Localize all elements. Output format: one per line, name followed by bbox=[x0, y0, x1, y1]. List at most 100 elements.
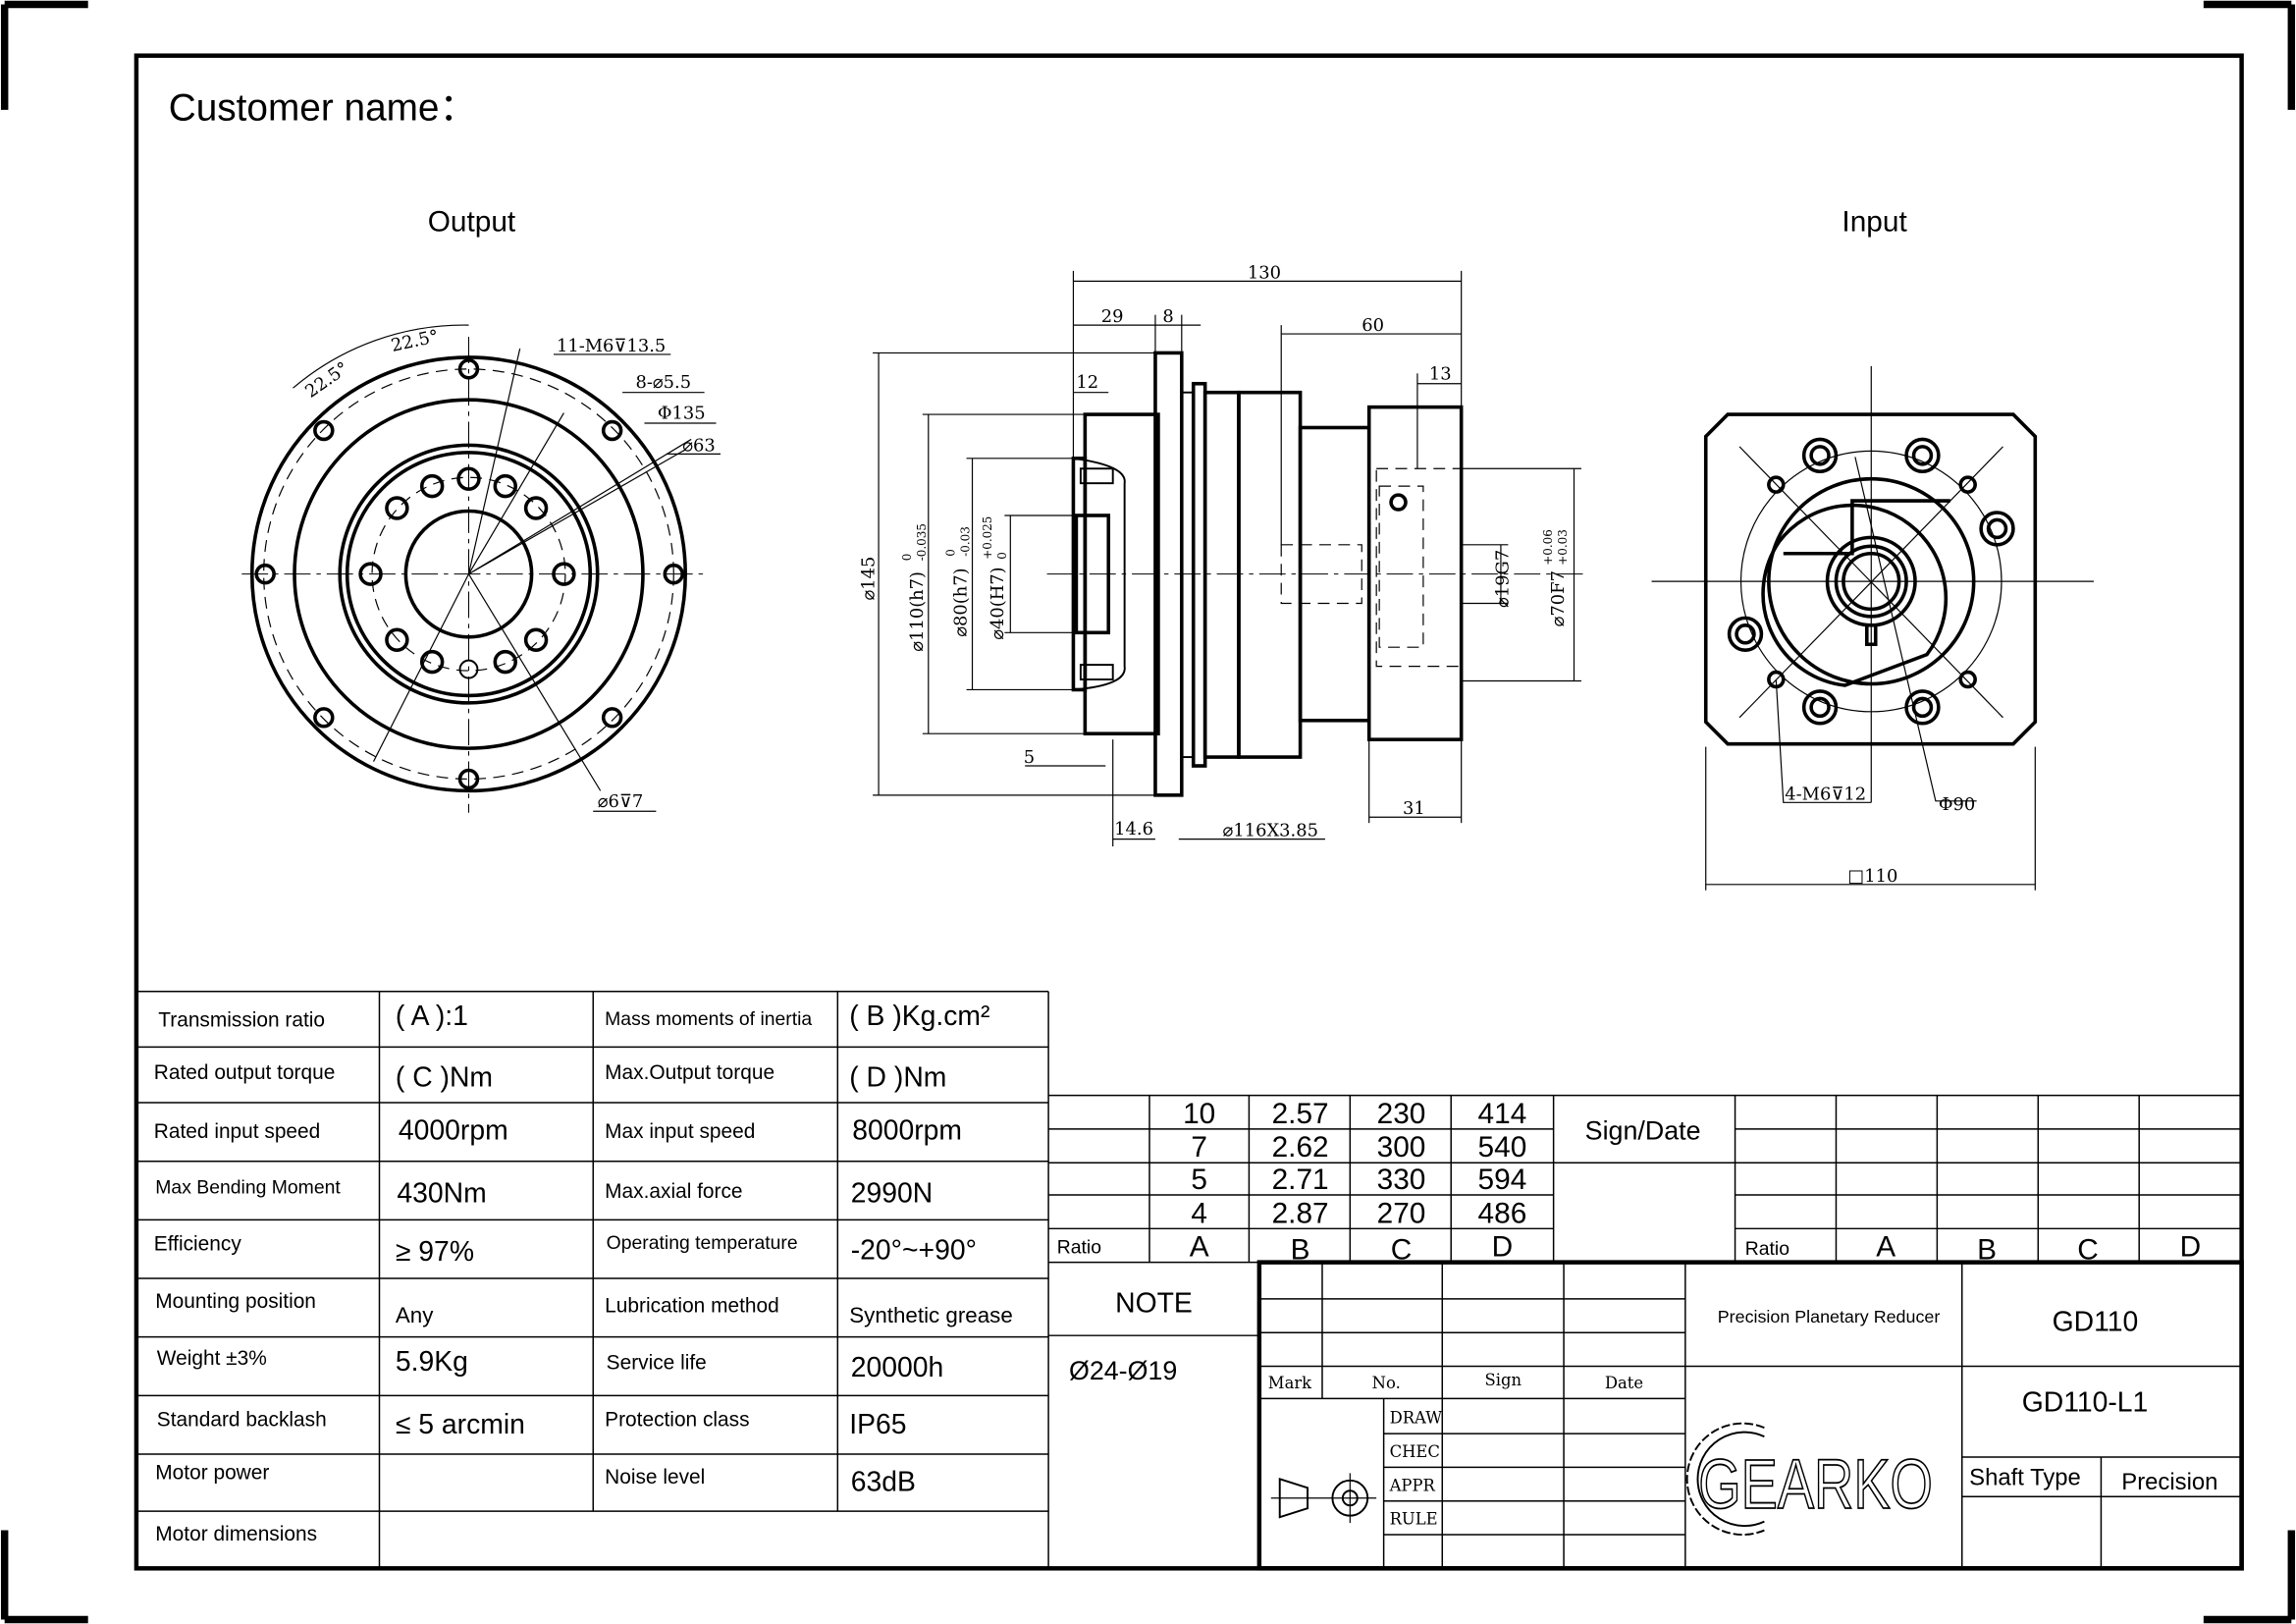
rev-header-mark: Mark bbox=[1268, 1374, 1312, 1392]
role-draw: DRAW bbox=[1390, 1409, 1443, 1428]
input-bolt-holes bbox=[1727, 437, 2015, 726]
rev-header-sign: Sign bbox=[1485, 1371, 1522, 1389]
table-cell: 10 bbox=[1183, 1098, 1215, 1130]
dim-length-8: 8 bbox=[1162, 306, 1173, 327]
dim-input-threaded-holes: 4-M6⊽12 bbox=[1785, 784, 1866, 804]
drawing-number: GD110-L1 bbox=[2022, 1387, 2149, 1419]
spec-value: 20000h bbox=[851, 1352, 944, 1383]
spec-value: -20°~+90° bbox=[851, 1235, 977, 1267]
column-header: C bbox=[1391, 1234, 1413, 1267]
note-text: Ø24-Ø19 bbox=[1069, 1356, 1177, 1385]
table-header-row: Ratio A B C D bbox=[1057, 1231, 1513, 1267]
dim-dia-70-tol-lo: +0.03 bbox=[1556, 529, 1570, 566]
table-cell: 486 bbox=[1478, 1197, 1527, 1229]
spec-row: Transmission ratio ( A ):1 Mass moments … bbox=[158, 1001, 989, 1032]
spec-row: Weight ±3% 5.9Kg Service life 20000h bbox=[157, 1346, 943, 1383]
spec-label: Operating temperature bbox=[607, 1232, 798, 1254]
spec-label: Protection class bbox=[605, 1409, 749, 1432]
dim-length-13: 13 bbox=[1429, 363, 1452, 384]
spec-label: Mounting position bbox=[155, 1290, 316, 1313]
table-row: 10 2.57 230 414 bbox=[1183, 1098, 1526, 1130]
dim-pcd-135: Φ135 bbox=[658, 404, 706, 424]
dim-dia-40: ⌀40(H7) bbox=[988, 567, 1008, 639]
dim-pin-hole: ⌀6⊽7 bbox=[598, 791, 644, 812]
spec-value: 63dB bbox=[851, 1466, 916, 1497]
shaft-type-label: Shaft Type bbox=[1969, 1464, 2081, 1490]
spec-value: ( D )Nm bbox=[849, 1062, 946, 1094]
spec-value: 2990N bbox=[851, 1177, 933, 1209]
outer-bolt-holes bbox=[254, 358, 685, 790]
spec-label: Max.Output torque bbox=[605, 1061, 774, 1084]
dim-dia-80-tol-up: 0 bbox=[944, 549, 958, 557]
table-cell: 5 bbox=[1191, 1164, 1207, 1196]
spec-value: IP65 bbox=[849, 1409, 906, 1440]
spec-value: ( A ):1 bbox=[396, 1001, 468, 1032]
svg-text:GEARKO: GEARKO bbox=[1698, 1445, 1933, 1524]
table-cell: 300 bbox=[1377, 1131, 1426, 1164]
dim-dia-110: ⌀110(h7) bbox=[907, 571, 928, 652]
column-header: B bbox=[1977, 1234, 1997, 1267]
spec-label: Lubrication method bbox=[605, 1294, 779, 1317]
table-cell: 540 bbox=[1478, 1131, 1527, 1164]
input-view-label: Input bbox=[1842, 206, 1907, 239]
dim-dia-40-tol-up: +0.025 bbox=[981, 516, 994, 560]
column-header: B bbox=[1291, 1234, 1310, 1267]
table-cell: 7 bbox=[1191, 1131, 1207, 1164]
column-header: A bbox=[1190, 1231, 1209, 1264]
spec-label: Max.axial force bbox=[605, 1180, 742, 1203]
dim-length-130: 130 bbox=[1248, 262, 1281, 283]
dim-dia-40-tol-lo: 0 bbox=[995, 552, 1009, 560]
table-cell: 2.57 bbox=[1272, 1098, 1329, 1130]
spec-label: Motor dimensions bbox=[155, 1523, 317, 1545]
ratio-table-grid bbox=[1048, 1094, 2242, 1264]
spec-label: Service life bbox=[607, 1351, 707, 1374]
table-header-row: Ratio A B C D bbox=[1745, 1231, 2201, 1267]
table-cell: 4 bbox=[1191, 1197, 1207, 1229]
product-name: Precision Planetary Reducer bbox=[1718, 1307, 1941, 1326]
spec-row: Motor power Noise level 63dB bbox=[155, 1461, 916, 1497]
spec-value: Any bbox=[396, 1303, 434, 1327]
spec-row: Motor dimensions bbox=[155, 1523, 317, 1545]
dim-input-pcd-90: Φ90 bbox=[1939, 794, 1975, 815]
output-flange-view bbox=[241, 324, 721, 813]
spec-label: Noise level bbox=[605, 1466, 705, 1489]
note-title: NOTE bbox=[1115, 1287, 1193, 1319]
customer-name-label: Customer name： bbox=[169, 86, 478, 129]
table-cell: 2.62 bbox=[1272, 1131, 1329, 1164]
column-header: C bbox=[2077, 1234, 2099, 1267]
table-cell: 230 bbox=[1377, 1098, 1426, 1130]
spec-label: Rated output torque bbox=[154, 1061, 336, 1084]
output-view-label: Output bbox=[428, 206, 516, 239]
input-flange-view bbox=[1651, 365, 2094, 891]
dim-dia-19: ⌀19G7 bbox=[1492, 550, 1513, 608]
role-approve: APPR bbox=[1389, 1476, 1436, 1494]
table-cell: 594 bbox=[1478, 1164, 1527, 1196]
dim-dia-70-tol-up: +0.06 bbox=[1541, 529, 1555, 566]
table-row: 5 2.71 330 594 bbox=[1191, 1164, 1526, 1196]
dim-dia-70: ⌀70F7 bbox=[1548, 570, 1569, 626]
dim-bolt-holes: 8-⌀5.5 bbox=[635, 372, 691, 393]
spec-label: Motor power bbox=[155, 1461, 269, 1484]
title-block: Mark No. Sign Date DRAW CHEC APPR RULE P… bbox=[1256, 1260, 2244, 1571]
spec-row: Efficiency ≥ 97% Operating temperature -… bbox=[154, 1232, 977, 1268]
projection-symbol-icon bbox=[1270, 1473, 1377, 1524]
threaded-holes bbox=[358, 466, 576, 679]
spec-label: Transmission ratio bbox=[158, 1008, 325, 1031]
dim-dia-80: ⌀80(h7) bbox=[951, 568, 972, 636]
spec-row: Max Bending Moment 430Nm Max.axial force… bbox=[155, 1177, 933, 1210]
table-cell: 2.71 bbox=[1272, 1164, 1329, 1196]
spec-label: Standard backlash bbox=[157, 1409, 327, 1432]
spec-label: Max Bending Moment bbox=[155, 1177, 341, 1199]
column-header: Ratio bbox=[1745, 1238, 1789, 1260]
dim-dia-63: ⌀63 bbox=[682, 435, 716, 456]
table-row: 4 2.87 270 486 bbox=[1191, 1197, 1526, 1229]
column-header: A bbox=[1876, 1231, 1896, 1264]
table-cell: 2.87 bbox=[1272, 1197, 1329, 1229]
table-cell: 330 bbox=[1377, 1164, 1426, 1196]
gearko-logo: GEARKO bbox=[1685, 1422, 1934, 1536]
sheet-frame bbox=[133, 53, 2244, 1571]
rev-header-no: No. bbox=[1372, 1374, 1401, 1392]
spec-table bbox=[135, 990, 1049, 1569]
